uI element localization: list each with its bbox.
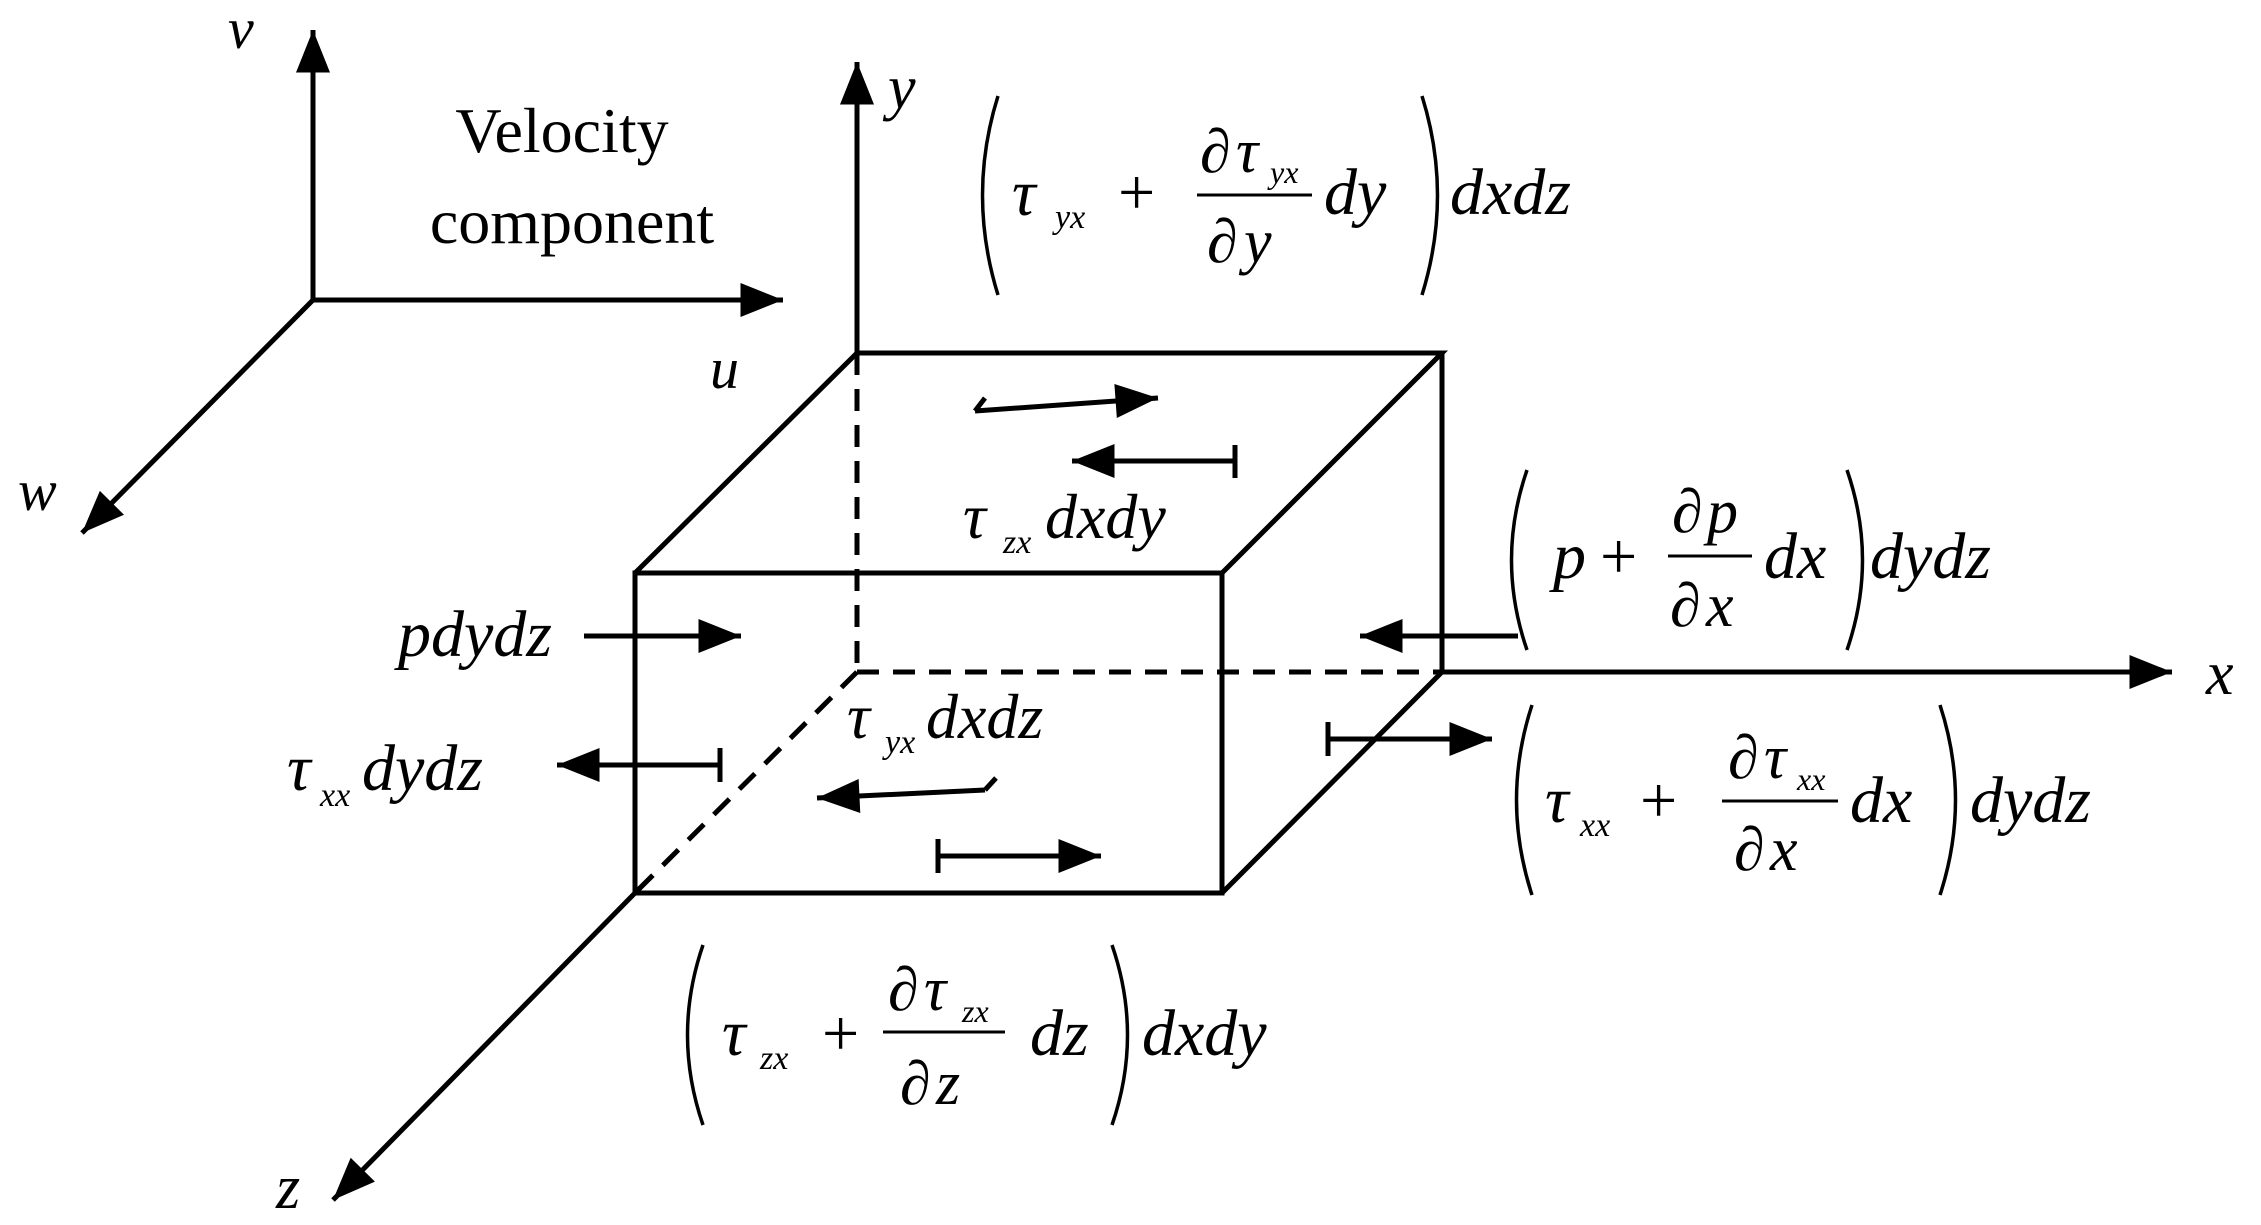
expr-top-area: dxdz [1450,156,1571,229]
expr-rp-num-partial: ∂ [1672,478,1703,546]
paren-close [1420,95,1440,296]
expr-rp-dx: dx [1764,520,1826,593]
label-left-normal-stress: τ xx dydz [287,732,483,814]
expr-top-num-partial: ∂ [1200,118,1231,186]
expr-rn-area: dydz [1970,764,2091,837]
paren-open [685,944,705,1126]
expr-bs-num-partial: ∂ [888,956,919,1024]
arrow-top-shear-right [974,384,1159,418]
expr-bs-tau-sub: zx [759,1040,788,1077]
expr-bs-tau: τ [722,997,748,1070]
axis-label-z: z [275,1154,300,1222]
velocity-label-v: v [228,0,254,61]
left-normal-tau-sub: xx [319,777,350,814]
label-top-face-shear: τ zx dxdy [963,481,1166,561]
axis-z [331,891,637,1202]
expr-rp-p: p [1549,520,1586,593]
paren-close [1845,469,1865,651]
paren-open [980,95,1000,296]
expr-bs-dz: dz [1030,997,1089,1070]
expr-bs-area: dxdy [1142,997,1267,1070]
expr-bs-den-partial: ∂ [900,1050,931,1118]
expr-rn-tau: τ [1545,764,1571,837]
label-bottom-face-shear: τ yx dxdz [847,681,1043,761]
left-normal-area: dydz [362,732,483,805]
expr-bs-plus: + [822,997,859,1070]
cube-hidden-edge-depth [633,670,859,895]
bottom-face-area: dxdz [926,681,1043,752]
expr-right-normal-force: τ xx + ∂ τ xx ∂ x dx dydz [1514,704,2091,896]
expr-rn-dx: dx [1850,764,1912,837]
force-arrows [557,384,1518,873]
expr-rp-den-partial: ∂ [1670,572,1701,640]
expr-rn-den-x: x [1769,816,1798,884]
expr-top-tau-sub: yx [1052,199,1085,236]
left-normal-tau: τ [287,732,313,805]
paren-open [1509,469,1529,651]
expr-right-pressure-force: p + ∂ p ∂ x dx dydz [1509,469,1991,651]
coordinate-axes: y x z [275,54,2234,1222]
expr-bs-num-tau: τ [924,956,949,1024]
velocity-axes: v u w Velocity component [18,0,783,535]
expr-top-num-tau: τ [1236,118,1261,186]
paren-open [1514,704,1534,896]
axis-label-x: x [2205,640,2234,708]
expr-rn-num-tau: τ [1764,724,1789,792]
expr-rp-den-x: x [1705,572,1734,640]
top-face-tau: τ [963,481,988,552]
expr-top-den-partial: ∂ [1207,208,1238,276]
arrow-top-shear-right-tail [973,396,987,413]
bottom-face-tau-sub: yx [882,724,915,761]
expr-top-num-sub: yx [1267,154,1298,190]
axis-label-y: y [882,54,916,122]
expr-top-dy: dy [1324,156,1387,229]
bottom-face-tau: τ [847,681,872,752]
velocity-label-u: u [710,336,739,401]
paren-close [1110,944,1130,1126]
expr-bottom-shear-force: τ zx + ∂ τ zx ∂ z dz dxdy [685,944,1267,1126]
arrow-bottom-shear-left [816,778,986,813]
velocity-label-w: w [18,458,57,523]
expr-bs-den-z: z [935,1050,960,1118]
top-face-area: dxdy [1045,481,1166,552]
velocity-axis-w [80,298,315,535]
expr-top-shear-force: τ yx + ∂ τ yx ∂ y dy dxdz [980,95,1571,296]
cube-top-face [633,350,1449,575]
expr-top-den-y: y [1238,208,1272,276]
expr-rp-num-p: p [1703,478,1738,546]
cube-right-face [1220,353,1445,895]
fluid-element-cube [632,350,1449,896]
expr-rn-den-partial: ∂ [1734,816,1765,884]
velocity-title-line1: Velocity [455,95,668,166]
expr-rp-plus: + [1600,520,1637,593]
velocity-title-line2: component [430,186,715,257]
expr-rp-area: dydz [1870,520,1991,593]
top-face-tau-sub: zx [1002,524,1031,561]
expr-rn-plus: + [1640,764,1677,837]
expr-bs-num-sub: zx [961,993,989,1029]
label-left-pressure: pdydz [394,598,552,671]
paren-close [1938,704,1958,896]
expr-rn-num-partial: ∂ [1728,724,1759,792]
cube-front-face [632,570,1225,896]
expr-rn-tau-sub: xx [1579,807,1610,844]
arrow-bottom-shear-left-tail [983,776,998,792]
expr-top-tau: τ [1012,157,1038,230]
expr-top-plus: + [1118,156,1155,229]
expr-rn-num-sub: xx [1796,761,1825,797]
